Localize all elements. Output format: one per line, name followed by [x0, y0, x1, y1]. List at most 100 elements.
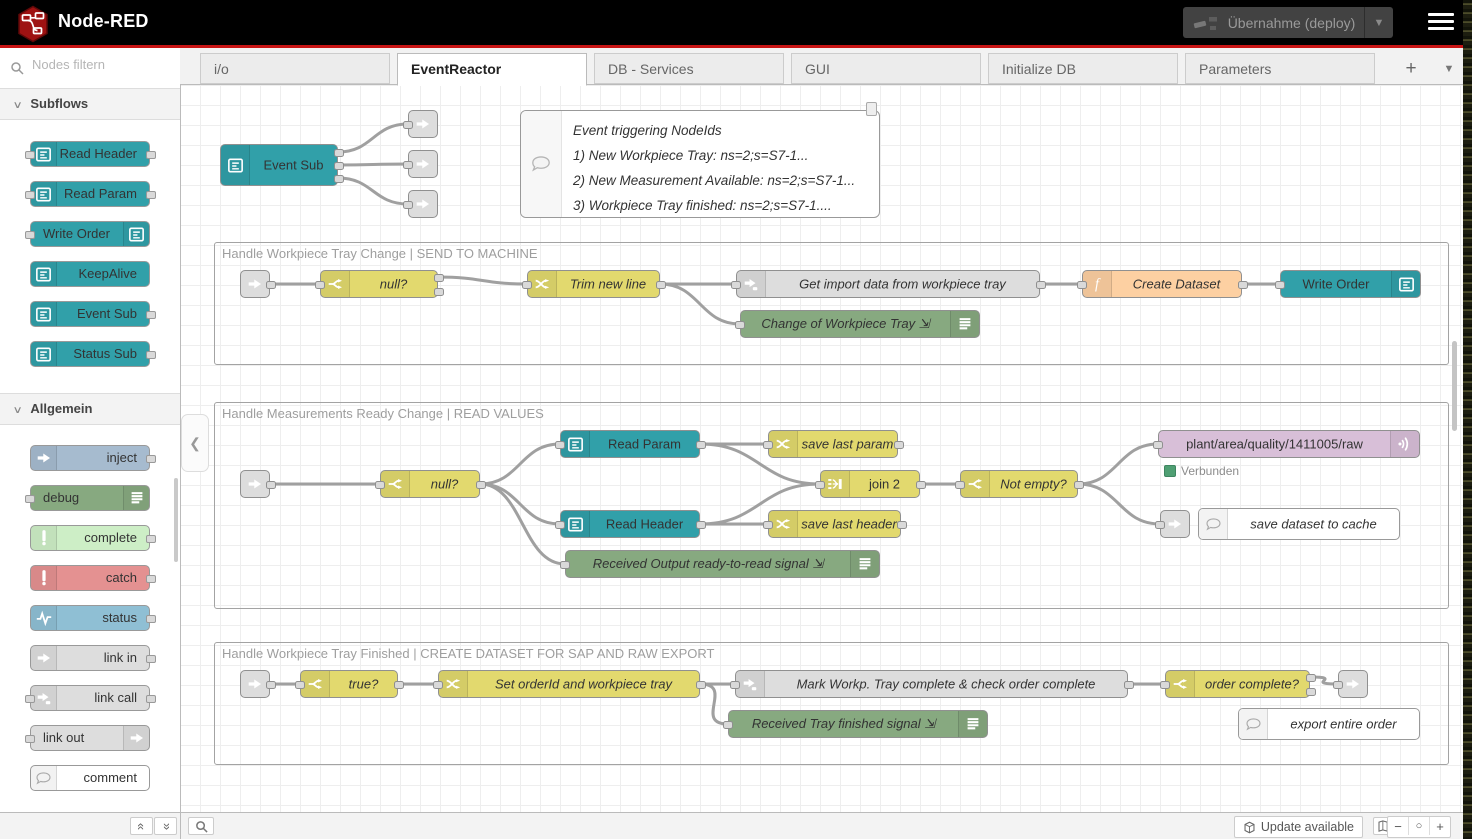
update-available-button[interactable]: Update available	[1233, 816, 1363, 838]
palette-node-link-call[interactable]: link call	[0, 685, 180, 713]
wire[interactable]	[1076, 482, 1162, 526]
flow-node-comment-cache[interactable]: save dataset to cache	[1198, 508, 1400, 540]
flow-node-switch-order-complete[interactable]: order complete?	[1160, 670, 1316, 698]
input-port[interactable]	[403, 161, 413, 169]
flow-node-subflow-write-order[interactable]: Write Order	[1275, 270, 1421, 298]
port[interactable]	[146, 311, 156, 319]
input-port[interactable]	[403, 201, 413, 209]
port[interactable]	[146, 351, 156, 359]
tab-eventreactor[interactable]: EventReactor	[397, 53, 587, 86]
input-port[interactable]	[723, 721, 733, 729]
flow-node-link-in-2[interactable]	[240, 470, 276, 498]
zoom-out-button[interactable]: −	[1394, 818, 1402, 834]
output-port[interactable]	[897, 521, 907, 529]
output-port[interactable]	[894, 441, 904, 449]
wire[interactable]	[698, 682, 730, 726]
flow-group-1[interactable]: Handle Workpiece Tray Change | SEND TO M…	[214, 242, 1449, 365]
palette-node-read-header[interactable]: Read Header	[0, 141, 180, 169]
palette-node-link-out[interactable]: link out	[0, 725, 180, 753]
output-port[interactable]	[434, 288, 444, 296]
input-port[interactable]	[522, 281, 532, 289]
tab-initialize-db[interactable]: Initialize DB	[988, 53, 1178, 84]
tab-i-o[interactable]: i/o	[200, 53, 390, 84]
input-port[interactable]	[763, 441, 773, 449]
input-port[interactable]	[731, 281, 741, 289]
output-port[interactable]	[476, 481, 486, 489]
port[interactable]	[25, 735, 35, 743]
output-port[interactable]	[434, 274, 444, 282]
port[interactable]	[146, 655, 156, 663]
output-port[interactable]	[1238, 281, 1248, 289]
tab-gui[interactable]: GUI	[791, 53, 981, 84]
flow-node-linkcall-import[interactable]: Get import data from workpiece tray	[731, 270, 1046, 298]
output-port[interactable]	[1036, 281, 1046, 289]
flow-node-change-save-param[interactable]: save last param	[763, 430, 904, 458]
flow-node-link-out-1[interactable]	[403, 110, 438, 138]
input-port[interactable]	[403, 121, 413, 129]
output-port[interactable]	[1074, 481, 1084, 489]
port[interactable]	[146, 455, 156, 463]
input-port[interactable]	[315, 281, 325, 289]
output-port[interactable]	[266, 281, 276, 289]
flow-node-switch-null-1[interactable]: null?	[315, 270, 444, 298]
input-port[interactable]	[1077, 281, 1087, 289]
flow-node-join-2[interactable]: join 2	[815, 470, 926, 498]
output-port[interactable]	[1306, 674, 1316, 682]
flow-node-debug-tray-finished[interactable]: Received Tray finished signal ⇲	[723, 710, 988, 738]
palette-node-debug[interactable]: debug	[0, 485, 180, 513]
flow-node-link-out-3[interactable]	[403, 190, 438, 218]
input-port[interactable]	[1160, 681, 1170, 689]
flow-node-switch-not-empty[interactable]: Not empty?	[955, 470, 1084, 498]
port[interactable]	[25, 151, 35, 159]
flow-node-link-out-2[interactable]	[403, 150, 438, 178]
comment-info-box[interactable]: Event triggering NodeIds 1) New Workpiec…	[520, 102, 880, 218]
output-port[interactable]	[334, 162, 344, 170]
wire[interactable]	[1308, 675, 1340, 686]
flow-node-subflow-read-header[interactable]: Read Header	[555, 510, 706, 538]
input-port[interactable]	[955, 481, 965, 489]
flow-node-subflow-read-param[interactable]: Read Param	[555, 430, 706, 458]
deploy-button[interactable]: Übernahme (deploy) ▼	[1183, 7, 1393, 38]
flow-node-link-out-5[interactable]	[1333, 670, 1368, 698]
palette-scrollbar[interactable]	[174, 478, 178, 562]
flow-node-change-save-header[interactable]: save last header	[763, 510, 907, 538]
wire[interactable]	[436, 275, 529, 286]
port[interactable]	[25, 695, 35, 703]
palette-node-write-order[interactable]: Write Order	[0, 221, 180, 249]
output-port[interactable]	[696, 441, 706, 449]
flow-node-link-in-3[interactable]	[240, 670, 276, 698]
flow-node-linkcall-mark-complete[interactable]: Mark Workp. Tray complete & check order …	[730, 670, 1134, 698]
wire[interactable]	[698, 482, 822, 526]
workspace-search-button[interactable]	[188, 817, 214, 835]
port[interactable]	[146, 191, 156, 199]
wire[interactable]	[1076, 442, 1160, 486]
zoom-in-button[interactable]: +	[1429, 817, 1450, 835]
palette-search-input[interactable]	[30, 56, 174, 73]
input-port[interactable]	[1153, 441, 1163, 449]
deploy-caret-icon[interactable]: ▼	[1373, 16, 1385, 29]
flow-node-change-trim[interactable]: Trim new line	[522, 270, 666, 298]
input-port[interactable]	[1333, 681, 1343, 689]
wire[interactable]	[698, 442, 822, 486]
tab-parameters[interactable]: Parameters	[1185, 53, 1375, 84]
flow-node-switch-true[interactable]: true?	[295, 670, 404, 698]
wire[interactable]	[478, 482, 567, 566]
input-port[interactable]	[375, 481, 385, 489]
input-port[interactable]	[730, 681, 740, 689]
output-port[interactable]	[1306, 688, 1316, 696]
output-port[interactable]	[266, 681, 276, 689]
flow-group-3[interactable]: Handle Workpiece Tray Finished | CREATE …	[214, 642, 1449, 765]
port[interactable]	[146, 575, 156, 583]
output-port[interactable]	[334, 149, 344, 157]
palette-collapse-handle[interactable]: ❮	[181, 414, 209, 472]
input-port[interactable]	[735, 321, 745, 329]
port[interactable]	[25, 495, 35, 503]
flow-node-mqtt-out[interactable]: plant/area/quality/1411005/raw	[1153, 430, 1420, 458]
port[interactable]	[146, 151, 156, 159]
add-flow-button[interactable]: +	[1405, 58, 1417, 79]
palette-section-subflows[interactable]: ∨Subflows	[0, 88, 180, 120]
port[interactable]	[25, 231, 35, 239]
palette-node-keepalive[interactable]: KeepAlive	[0, 261, 180, 289]
wire[interactable]	[478, 442, 562, 486]
input-port[interactable]	[433, 681, 443, 689]
